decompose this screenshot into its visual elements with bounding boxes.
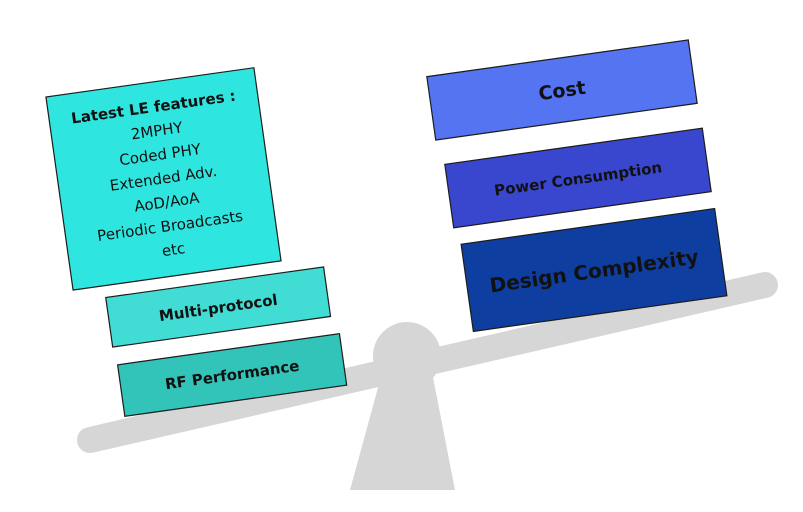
scale-beam: [77, 272, 778, 453]
right-stack: Cost Power Consumption Design Complexity: [426, 39, 728, 333]
design-complexity-box: [460, 207, 728, 333]
rf-performance-box: [116, 332, 348, 418]
scale-base: [350, 362, 455, 490]
cost-box: [426, 39, 698, 141]
multi-protocol-box: [105, 266, 332, 348]
scale: [77, 272, 778, 490]
power-consumption-box: [444, 127, 712, 229]
features-box: [45, 67, 282, 291]
left-stack: Latest LE features : 2MPHY Coded PHY Ext…: [45, 67, 348, 418]
feature-item: etc: [161, 239, 187, 260]
